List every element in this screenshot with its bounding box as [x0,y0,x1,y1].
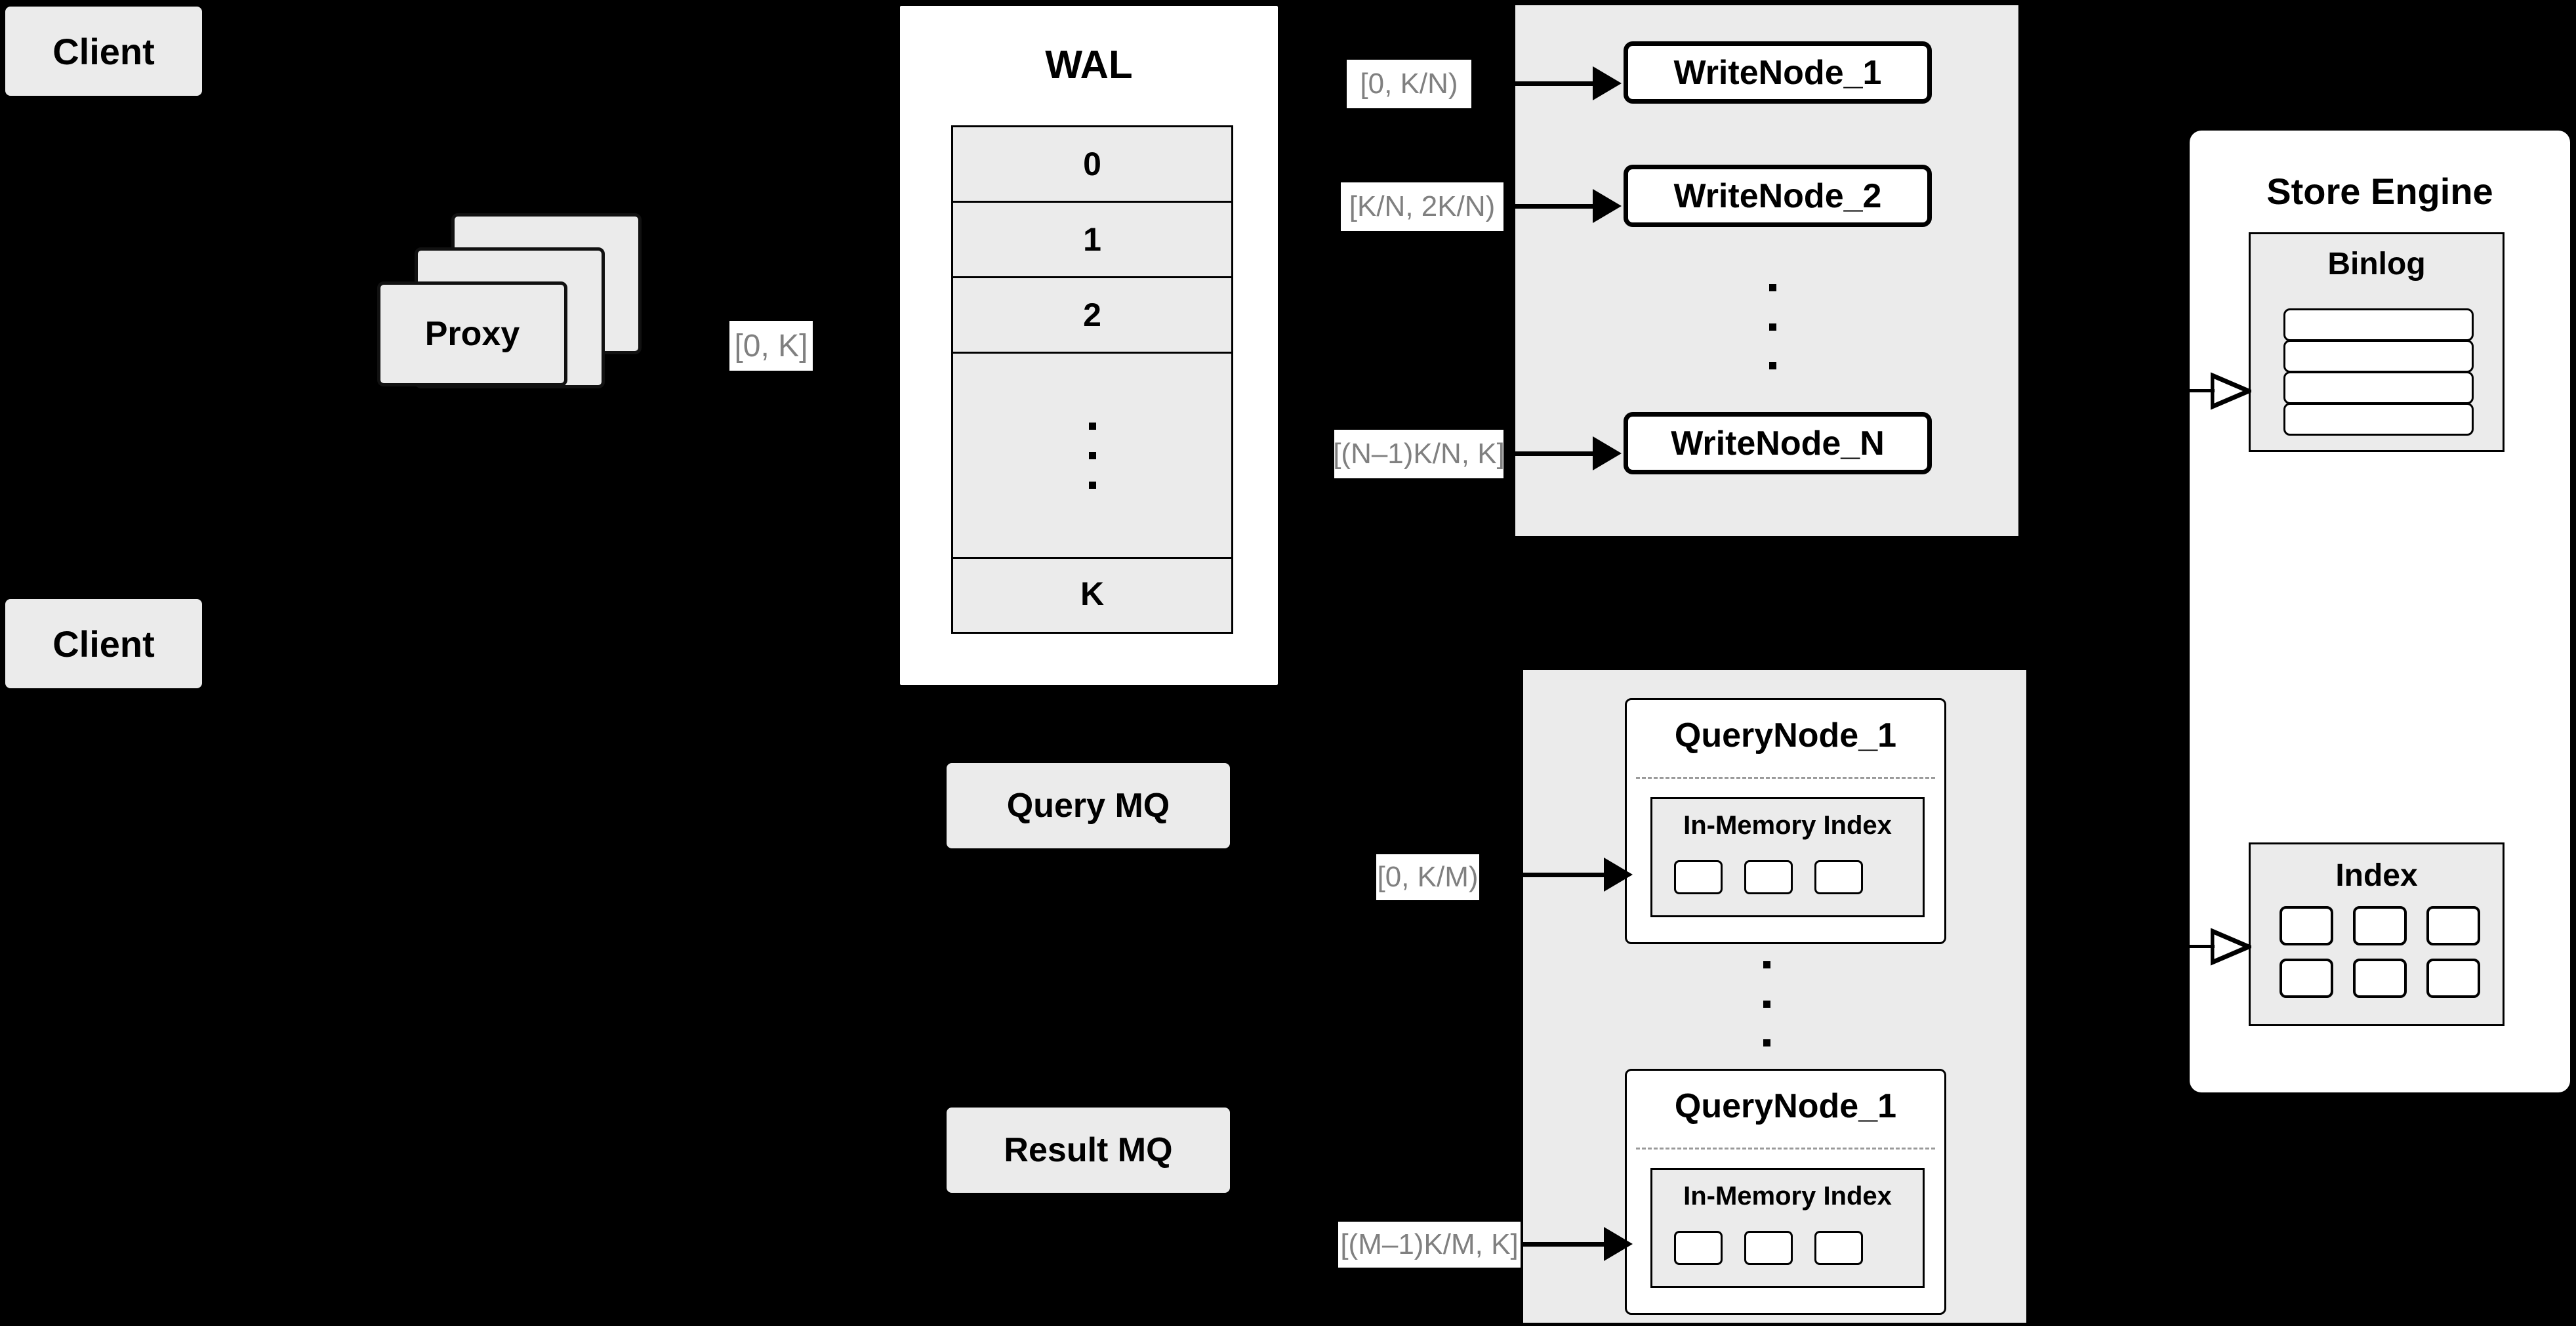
arrow-line-index [2185,945,2215,948]
arrow-line-binlog [2185,389,2215,392]
binlog-row[interactable] [2283,340,2474,373]
query-node-2-index-title: In-Memory Index [1683,1182,1892,1211]
query-node-1-title: QueryNode_1 [1674,716,1897,755]
range-text-write-node-2: [K/N, 2K/N) [1349,190,1496,222]
index-title: Index [2335,858,2418,893]
arrow-head-query-node-1 [1604,858,1633,892]
arrow-line-write-node-1 [1509,81,1594,86]
index-cell[interactable] [2280,906,2333,945]
binlog-panel: Binlog [2249,232,2504,452]
arrow-head-open-binlog [2211,372,2251,410]
ellipsis-dot [1088,481,1096,489]
binlog-title: Binlog [2327,247,2426,281]
store-engine-panel: Store Engine Binlog Index [2190,131,2570,1092]
index-cell[interactable] [2280,959,2333,998]
write-node-1-label: WriteNode_1 [1673,53,1882,92]
range-label-write-node-2: [K/N, 2K/N) [1341,182,1503,231]
binlog-row[interactable] [2283,308,2474,341]
wal-row-k[interactable]: K [953,559,1231,628]
ellipsis-dot [1763,1000,1770,1008]
arrow-head-write-node-1 [1593,66,1622,100]
index-cell[interactable] [1674,860,1723,894]
write-node-ellipsis [1768,284,1776,369]
ellipsis-dot [1088,422,1096,430]
binlog-row[interactable] [2283,403,2474,436]
arrow-head-query-node-2 [1604,1227,1633,1261]
proxy-label: Proxy [424,315,520,353]
query-node-ellipsis [1763,961,1770,1046]
write-node-1[interactable]: WriteNode_1 [1624,41,1932,104]
ellipsis-dot [1763,961,1770,968]
arrow-line-write-node-2 [1509,204,1594,209]
proxy-card-front[interactable]: Proxy [377,281,567,386]
wal-row-2[interactable]: 2 [953,278,1231,354]
range-text-write-node-1: [0, K/N) [1360,68,1458,100]
wal-row-1[interactable]: 1 [953,203,1231,278]
query-node-1-in-memory-index: In-Memory Index [1650,797,1925,917]
index-cell[interactable] [2426,959,2480,998]
wal-row-ellipsis [953,354,1231,559]
client-label-2: Client [52,623,155,665]
client-box-1[interactable]: Client [5,7,202,96]
proxy-stack[interactable]: Proxy [377,213,679,430]
ellipsis-dot [1088,451,1096,459]
wal-row-0[interactable]: 0 [953,127,1231,203]
ellipsis-dot [1768,362,1776,369]
range-text-query-node-1: [0, K/M) [1377,861,1479,893]
range-label-proxy-output: [0, K] [729,321,813,371]
write-node-n-label: WriteNode_N [1671,424,1885,463]
index-cell[interactable] [1814,860,1863,894]
arrow-line-write-node-n [1509,451,1594,456]
query-node-2-separator [1636,1148,1935,1150]
write-node-2-label: WriteNode_2 [1673,176,1882,215]
index-cell[interactable] [2426,906,2480,945]
query-node-2-in-memory-index: In-Memory Index [1650,1168,1925,1288]
index-cell[interactable] [2353,906,2407,945]
index-cell[interactable] [1814,1231,1863,1265]
arrow-line-query-node-2 [1523,1242,1605,1247]
index-cell[interactable] [2353,959,2407,998]
wal-panel: WAL 0 1 2 K [897,3,1280,688]
query-node-2-title: QueryNode_1 [1674,1087,1897,1125]
ellipsis-dot [1768,284,1776,291]
range-text-query-node-2: [(M–1)K/M, K] [1340,1228,1519,1260]
client-label-1: Client [52,30,155,72]
query-node-1-separator [1636,777,1935,779]
write-node-n[interactable]: WriteNode_N [1624,412,1932,474]
index-cell[interactable] [1744,860,1793,894]
client-box-2[interactable]: Client [5,599,202,688]
index-panel: Index [2249,842,2504,1026]
range-label-query-node-1: [0, K/M) [1376,854,1479,900]
store-engine-title: Store Engine [2266,171,2493,212]
range-label-write-node-n: [(N–1)K/N, K] [1333,430,1505,478]
arrow-line-query-node-1 [1523,873,1605,877]
wal-table: 0 1 2 K [951,125,1233,634]
range-label-write-node-1: [0, K/N) [1347,60,1471,108]
query-node-cluster: QueryNode_1 In-Memory Index QueryNode_1 … [1523,670,2026,1323]
query-node-1-index-title: In-Memory Index [1683,811,1892,840]
result-mq-label: Result MQ [1004,1131,1173,1169]
result-mq-box[interactable]: Result MQ [947,1108,1230,1193]
arrow-head-write-node-n [1593,436,1622,470]
query-node-1[interactable]: QueryNode_1 In-Memory Index [1625,698,1946,944]
ellipsis-dot [1763,1039,1770,1046]
range-text-write-node-n: [(N–1)K/N, K] [1333,438,1505,470]
wal-title: WAL [1045,43,1133,87]
binlog-row[interactable] [2283,371,2474,404]
index-cell[interactable] [1674,1231,1723,1265]
query-node-2[interactable]: QueryNode_1 In-Memory Index [1625,1069,1946,1315]
query-mq-box[interactable]: Query MQ [947,763,1230,848]
ellipsis-dot [1768,323,1776,331]
arrow-head-write-node-2 [1593,189,1622,223]
range-label-query-node-2: [(M–1)K/M, K] [1338,1222,1521,1268]
query-mq-label: Query MQ [1006,787,1170,825]
arrow-head-open-index [2211,928,2251,966]
write-node-2[interactable]: WriteNode_2 [1624,165,1932,227]
index-cell[interactable] [1744,1231,1793,1265]
range-text-proxy-output: [0, K] [734,328,808,363]
